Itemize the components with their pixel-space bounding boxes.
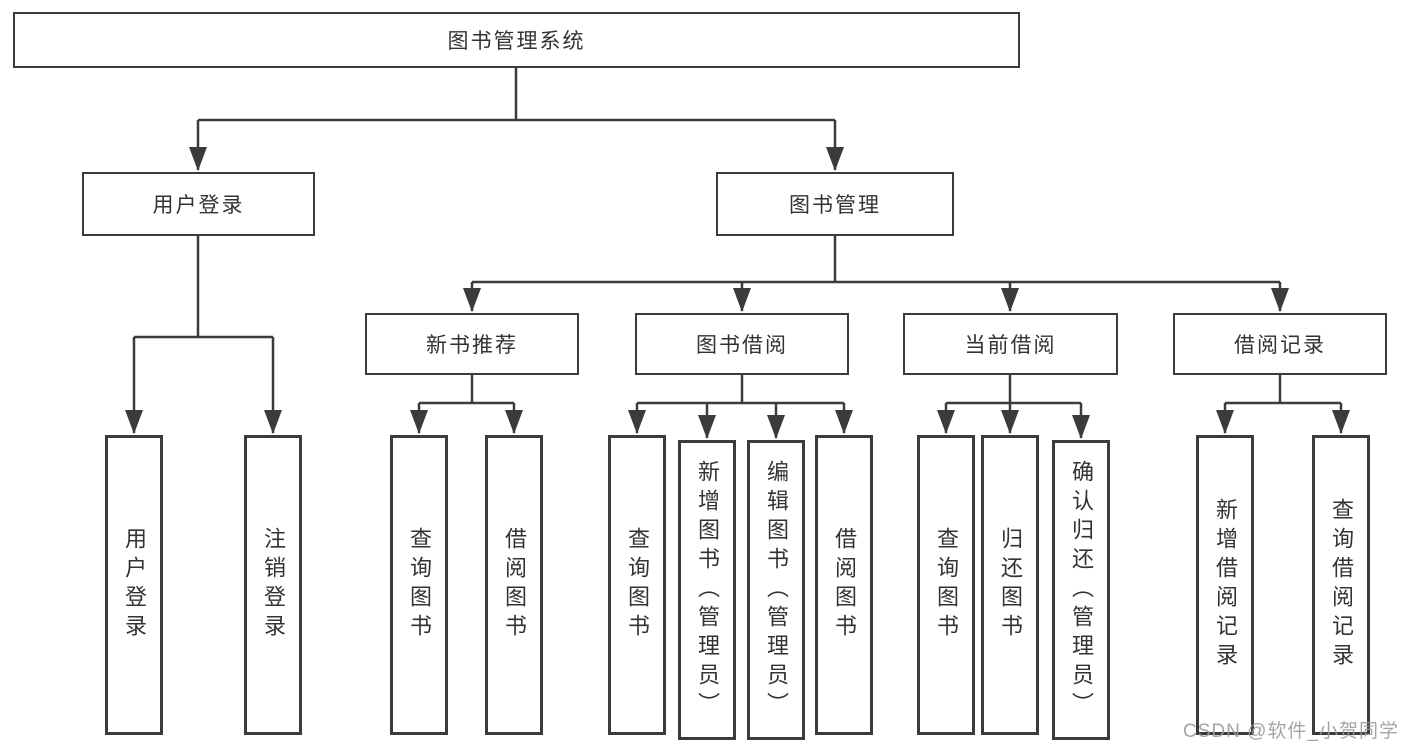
node-query-borrow-record: 查询借阅记录 [1312,435,1370,735]
node-edit-book-admin: 编辑图书（管理员） [747,440,805,740]
node-edit-book-admin-label: 编辑图书（管理员） [764,459,789,721]
node-borrow-books-leaf: 借阅图书 [815,435,873,735]
node-borrow-books-recommend-label: 借阅图书 [502,527,527,643]
csdn-watermark: CSDN @软件_小贺同学 [1183,721,1399,742]
node-add-book-admin: 新增图书（管理员） [678,440,736,740]
node-add-borrow-record: 新增借阅记录 [1196,435,1254,735]
node-query-books-current-label: 查询图书 [934,527,959,643]
node-current-borrow: 当前借阅 [903,313,1118,375]
node-query-books-borrow: 查询图书 [608,435,666,735]
node-root-label: 图书管理系统 [447,30,586,53]
node-borrow-records-label: 借阅记录 [1234,334,1326,357]
node-query-books-recommend: 查询图书 [390,435,448,735]
node-query-borrow-record-label: 查询借阅记录 [1329,498,1354,672]
node-return-book-label: 归还图书 [998,527,1023,643]
node-query-books-borrow-label: 查询图书 [625,527,650,643]
node-add-borrow-record-label: 新增借阅记录 [1213,498,1238,672]
node-borrow-books-recommend: 借阅图书 [485,435,543,735]
node-return-book: 归还图书 [981,435,1039,735]
node-logout-label: 注销登录 [261,527,286,643]
node-add-book-admin-label: 新增图书（管理员） [695,459,720,721]
node-book-management: 图书管理 [716,172,954,236]
node-book-borrow-label: 图书借阅 [696,334,788,357]
node-book-borrow: 图书借阅 [635,313,849,375]
node-new-book-recommend-label: 新书推荐 [426,334,518,357]
node-borrow-books-leaf-label: 借阅图书 [832,527,857,643]
node-new-book-recommend: 新书推荐 [365,313,579,375]
node-user-login-label: 用户登录 [152,194,245,217]
node-user-login: 用户登录 [82,172,315,236]
node-confirm-return-admin-label: 确认归还（管理员） [1069,459,1094,721]
node-borrow-records: 借阅记录 [1173,313,1387,375]
node-query-books-current: 查询图书 [917,435,975,735]
node-current-borrow-label: 当前借阅 [964,334,1057,357]
node-book-management-label: 图书管理 [789,194,881,217]
node-confirm-return-admin: 确认归还（管理员） [1052,440,1110,740]
node-user-login-leaf: 用户登录 [105,435,163,735]
node-logout: 注销登录 [244,435,302,735]
node-root: 图书管理系统 [13,12,1020,68]
node-query-books-recommend-label: 查询图书 [407,527,432,643]
node-user-login-leaf-label: 用户登录 [122,527,147,643]
